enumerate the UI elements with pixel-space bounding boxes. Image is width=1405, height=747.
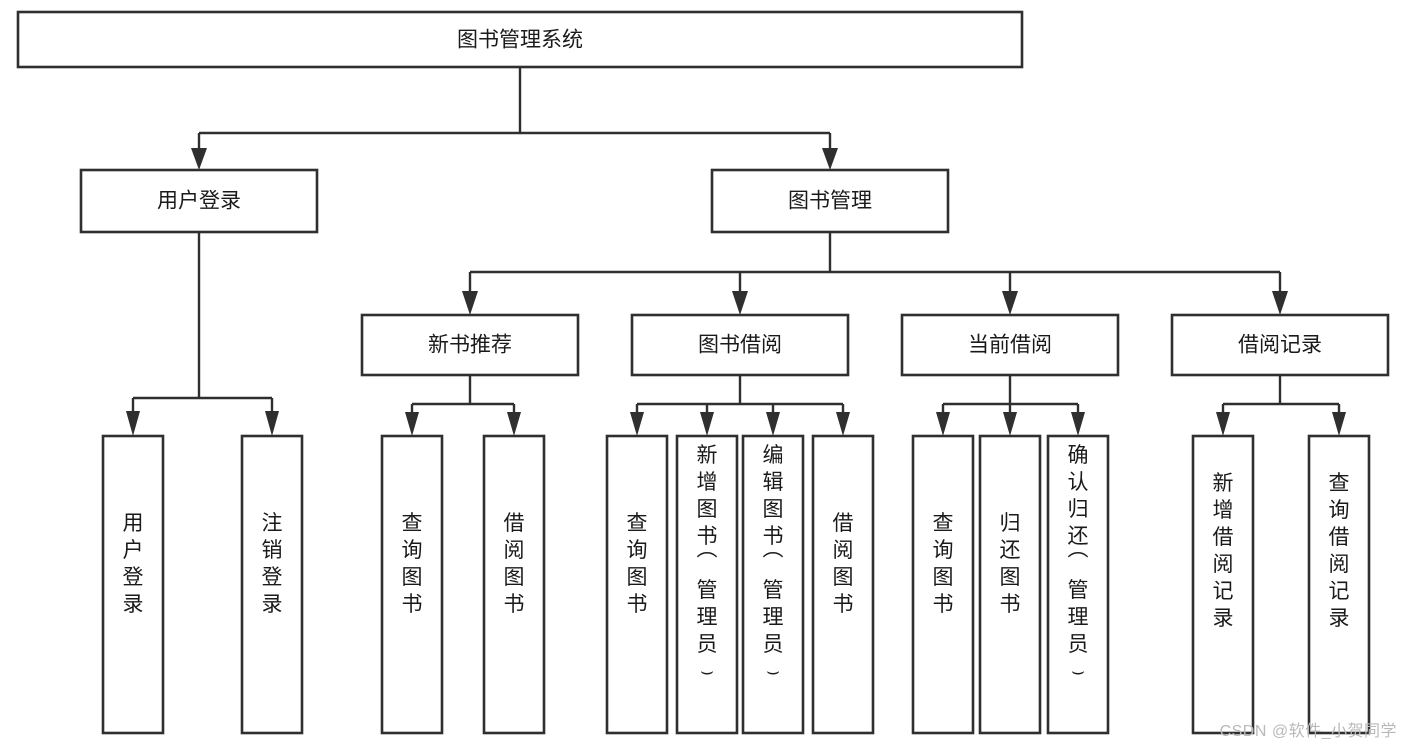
arrowhead-leaf-query-book-1: [405, 412, 419, 436]
node-root[interactable]: 图书管理系统: [16, 10, 1024, 69]
arrowhead-current-borrow: [1002, 291, 1018, 315]
arrowhead-user-login: [191, 148, 207, 170]
node-leaf-add-record-label: 新增借阅记录: [1213, 472, 1234, 630]
node-leaf-user-login-label: 用户登录: [123, 512, 144, 616]
node-root-label: 图书管理系统: [457, 29, 583, 52]
node-leaf-user-login[interactable]: 用户登录: [101, 434, 165, 735]
arrowhead-leaf-add-book: [700, 412, 714, 436]
node-leaf-add-book-label: 新增图书⌒管理员⌣: [697, 444, 718, 683]
node-leaf-add-record-box[interactable]: [1191, 434, 1255, 735]
node-leaf-query-record[interactable]: 查询借阅记录: [1307, 434, 1371, 735]
node-user-login-label: 用户登录: [157, 190, 241, 213]
node-leaf-query-record-label: 查询借阅记录: [1329, 472, 1350, 630]
node-user-login[interactable]: 用户登录: [79, 168, 319, 234]
node-leaf-logout[interactable]: 注销登录: [240, 434, 304, 735]
node-leaf-return-book-label: 归还图书: [1000, 512, 1021, 616]
connector-group-book-borrow: [630, 375, 850, 436]
arrowhead-leaf-query-record: [1332, 412, 1346, 436]
connector-group-user-login: [126, 232, 279, 436]
arrowhead-leaf-logout: [265, 411, 279, 436]
node-current-borrow-box[interactable]: [900, 313, 1120, 377]
node-book-borrow[interactable]: 图书借阅: [630, 313, 850, 377]
node-book-borrow-box[interactable]: [630, 313, 850, 377]
connector-group-root: [191, 68, 838, 170]
arrowhead-leaf-add-record: [1216, 412, 1230, 436]
arrowhead-leaf-return-book: [1003, 412, 1017, 436]
node-root-box[interactable]: [16, 10, 1024, 69]
node-leaf-borrow-book-1[interactable]: 借阅图书: [482, 434, 546, 735]
csdn-watermark: CSDN @软件_小贺同学: [1219, 723, 1397, 740]
node-book-management-label: 图书管理: [788, 190, 872, 213]
node-leaf-edit-book-box[interactable]: [741, 434, 805, 735]
arrowhead-leaf-confirm-return: [1071, 412, 1085, 436]
node-leaf-add-book-box[interactable]: [675, 434, 739, 735]
arrowhead-leaf-borrow-book-1: [507, 412, 521, 436]
node-leaf-confirm-return-label: 确认归还⌒管理员⌣: [1068, 444, 1089, 683]
node-leaf-logout-label: 注销登录: [262, 512, 283, 616]
arrowhead-leaf-user-login: [126, 411, 140, 436]
node-leaf-query-book-3[interactable]: 查询图书: [911, 434, 975, 735]
arrowhead-book-borrow: [732, 291, 748, 315]
node-leaf-query-book-1-box[interactable]: [380, 434, 444, 735]
node-leaf-edit-book[interactable]: 编辑图书⌒管理员⌣: [741, 434, 805, 735]
node-current-borrow-label: 当前借阅: [968, 334, 1052, 357]
node-new-book-recommend-label: 新书推荐: [428, 334, 512, 357]
arrowhead-book-management: [822, 148, 838, 170]
node-book-management-box[interactable]: [710, 168, 950, 234]
node-leaf-confirm-return[interactable]: 确认归还⌒管理员⌣: [1046, 434, 1110, 735]
node-new-book-recommend-box[interactable]: [360, 313, 580, 377]
node-leaf-query-book-2-label: 查询图书: [627, 512, 648, 616]
node-leaf-query-book-2-box[interactable]: [605, 434, 669, 735]
node-leaf-query-record-box[interactable]: [1307, 434, 1371, 735]
connector-group-borrow-record: [1216, 375, 1346, 436]
arrowhead-leaf-query-book-3: [936, 412, 950, 436]
node-borrow-record-box[interactable]: [1170, 313, 1390, 377]
node-leaf-add-record[interactable]: 新增借阅记录: [1191, 434, 1255, 735]
node-leaf-query-book-3-label: 查询图书: [933, 512, 954, 616]
node-leaf-query-book-1[interactable]: 查询图书: [380, 434, 444, 735]
node-leaf-borrow-book-2-label: 借阅图书: [833, 512, 854, 616]
node-leaf-return-book-box[interactable]: [978, 434, 1042, 735]
node-leaf-query-book-1-label: 查询图书: [402, 512, 423, 616]
node-leaf-borrow-book-2-box[interactable]: [811, 434, 875, 735]
node-leaf-logout-box[interactable]: [240, 434, 304, 735]
node-book-borrow-label: 图书借阅: [698, 334, 782, 357]
connector-group-book-management: [462, 232, 1288, 315]
connector-group-current-borrow: [936, 375, 1085, 436]
node-leaf-query-book-2[interactable]: 查询图书: [605, 434, 669, 735]
arrowhead-borrow-record: [1272, 291, 1288, 315]
arrowhead-leaf-borrow-book-2: [836, 412, 850, 436]
node-user-login-box[interactable]: [79, 168, 319, 234]
node-leaf-query-book-3-box[interactable]: [911, 434, 975, 735]
node-leaf-return-book[interactable]: 归还图书: [978, 434, 1042, 735]
node-leaf-borrow-book-1-label: 借阅图书: [504, 512, 525, 616]
node-borrow-record[interactable]: 借阅记录: [1170, 313, 1390, 377]
arrowhead-leaf-edit-book: [766, 412, 780, 436]
node-leaf-confirm-return-box[interactable]: [1046, 434, 1110, 735]
node-leaf-edit-book-label: 编辑图书⌒管理员⌣: [763, 444, 784, 683]
node-new-book-recommend[interactable]: 新书推荐: [360, 313, 580, 377]
arrowhead-leaf-query-book-2: [630, 412, 644, 436]
connector-group-new-book-recommend: [405, 375, 521, 436]
node-leaf-user-login-box[interactable]: [101, 434, 165, 735]
node-leaf-borrow-book-1-box[interactable]: [482, 434, 546, 735]
arrowhead-new-book-recommend: [462, 291, 478, 315]
node-book-management[interactable]: 图书管理: [710, 168, 950, 234]
node-borrow-record-label: 借阅记录: [1238, 334, 1322, 357]
node-leaf-add-book[interactable]: 新增图书⌒管理员⌣: [675, 434, 739, 735]
node-leaf-borrow-book-2[interactable]: 借阅图书: [811, 434, 875, 735]
node-current-borrow[interactable]: 当前借阅: [900, 313, 1120, 377]
